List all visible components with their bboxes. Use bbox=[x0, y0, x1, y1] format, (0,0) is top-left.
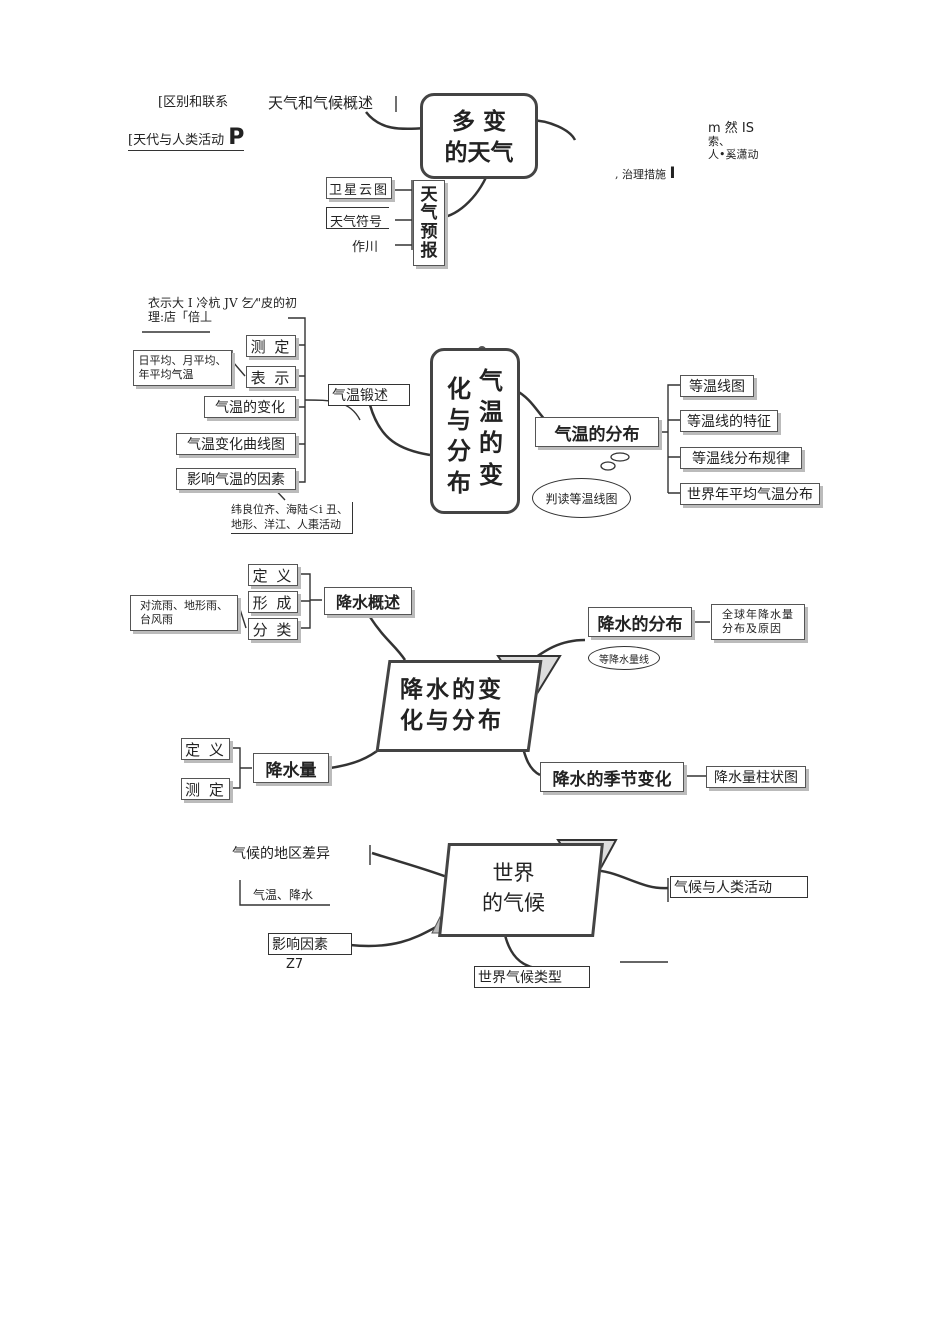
forecast-node: 天 气 预 报 bbox=[413, 180, 445, 266]
right-note-3: 人•奚潇动 bbox=[708, 148, 759, 161]
isotherm-features: 等温线的特征 bbox=[680, 410, 778, 432]
right-note-4-text: , 治理措施 bbox=[615, 168, 666, 181]
use-label: 作川 bbox=[352, 240, 379, 255]
weather-symbols: 天气符号 bbox=[330, 215, 383, 230]
temp-factors-detail: 纬良位齐、海陆＜i 丑、 地形、洋江、人棗活动 bbox=[231, 502, 354, 534]
climate-regional-diff: 气候的地区差异 bbox=[232, 846, 330, 862]
isotherm-rules: 等温线分布规律 bbox=[680, 447, 802, 469]
daily-monthly-avg: 日平均、月平均、 年平均气温 bbox=[133, 350, 232, 386]
temp-change-curve: 气温变化曲线图 bbox=[176, 433, 296, 455]
temp-change: 气温的变化 bbox=[204, 396, 296, 418]
center-line1: 降水的变 bbox=[400, 676, 504, 703]
isotherm-map: 等温线图 bbox=[680, 375, 754, 397]
precip-bar-chart: 降水量柱状图 bbox=[706, 766, 806, 788]
right-note-1: m 然 IS bbox=[708, 121, 755, 136]
right-note-4-mark: I bbox=[669, 163, 676, 182]
center-node-precip: 降水的变 化与分布 bbox=[400, 674, 504, 736]
center-node-temperature: 化 与 分 布 气 温 的 变 bbox=[430, 348, 520, 514]
note-mark-p: P bbox=[228, 125, 245, 150]
center-line1: 多 变 bbox=[451, 108, 506, 135]
isohyet: 等降水量线 bbox=[588, 646, 660, 670]
precip-definition: 定 义 bbox=[248, 564, 298, 586]
z7-label: Z7 bbox=[286, 957, 304, 972]
note-temp-2: 理:店「倍丄 bbox=[148, 310, 213, 324]
precip-distribution: 降水的分布 bbox=[588, 607, 692, 637]
center-line2: 的天气 bbox=[444, 139, 514, 167]
center-node-climate: 世界 的气候 bbox=[482, 858, 545, 919]
temp-distribution: 气温的分布 bbox=[535, 417, 659, 447]
center-line2: 的气候 bbox=[482, 891, 545, 916]
precip-classification: 分 类 bbox=[248, 618, 298, 640]
precip-types: 对流雨、地形雨、 台风雨 bbox=[130, 595, 238, 631]
precip-formation: 形 成 bbox=[248, 591, 298, 613]
temp-precip: 气温、降水 bbox=[252, 887, 313, 902]
precip-seasonal: 降水的季节变化 bbox=[540, 762, 684, 792]
center-col1: 化 与 分 布 bbox=[447, 374, 471, 497]
note-temp-1: 衣示大 I 冷杭 JV 乞⁄"皮的初 bbox=[148, 296, 297, 310]
note-weather-human-text: [天代与人类活动 bbox=[128, 133, 225, 148]
climate-human-activity: 气候与人类活动 bbox=[670, 876, 808, 898]
temp-overview: 气温锻述 bbox=[328, 384, 410, 406]
temp-measure: 测 定 bbox=[246, 335, 296, 357]
weather-climate-overview: 天气和气候概述 bbox=[268, 94, 374, 112]
satellite-cloud-map: 卫星云图 bbox=[326, 177, 392, 199]
precip-overview: 降水概述 bbox=[324, 587, 412, 615]
thought-bubble bbox=[600, 452, 630, 471]
right-note-4: , 治理措施 I bbox=[615, 163, 675, 182]
climate-factors: 影响因素 bbox=[268, 933, 352, 955]
amount-definition: 定 义 bbox=[181, 738, 230, 760]
center-col2: 气 温 的 变 bbox=[479, 366, 503, 489]
precip-amount: 降水量 bbox=[253, 753, 329, 783]
read-isotherm-map: 判读等温线图 bbox=[532, 478, 631, 518]
world-avg-temp: 世界年平均气温分布 bbox=[680, 483, 820, 505]
amount-measure: 测 定 bbox=[181, 778, 230, 800]
world-climate-types: 世界气候类型 bbox=[474, 966, 590, 988]
global-precip-dist: 全球年降水量 分布及原因 bbox=[711, 604, 805, 640]
temp-express: 表 示 bbox=[246, 366, 296, 388]
note-distinction: [区别和联系 bbox=[158, 95, 229, 110]
right-note-2: 索、 bbox=[708, 135, 730, 148]
center-line1: 世界 bbox=[492, 861, 535, 885]
temp-factors: 影响气温的因素 bbox=[176, 468, 296, 490]
center-line2: 化与分布 bbox=[400, 707, 504, 735]
center-node-changing-weather: 多 变 的天气 bbox=[420, 93, 538, 179]
note-weather-human: [天代与人类活动 P bbox=[128, 125, 245, 151]
